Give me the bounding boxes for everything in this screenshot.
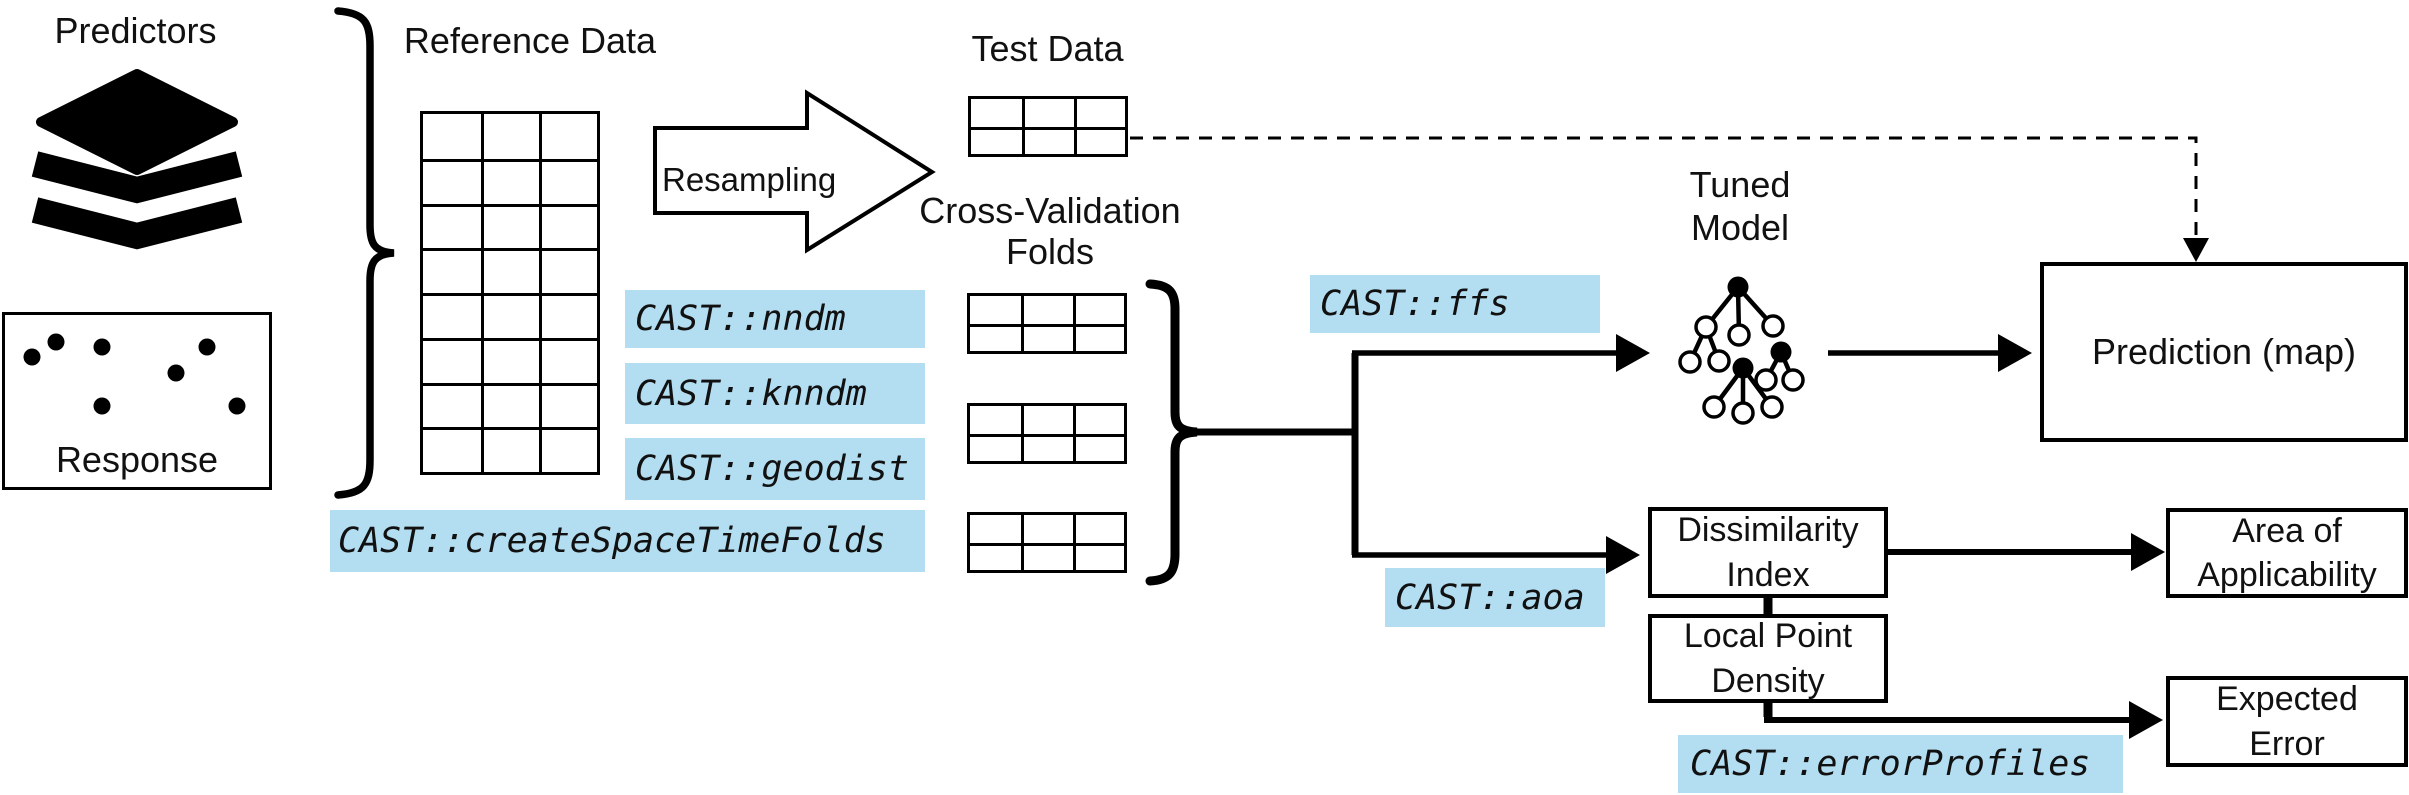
response-point	[198, 338, 216, 356]
grid-cell	[423, 293, 481, 338]
local-point-density-box: Local Point Density	[1648, 614, 1888, 703]
expected-error-box: Expected Error	[2166, 676, 2408, 767]
grid-cell	[1021, 542, 1073, 570]
dashed-arrowhead-icon	[2183, 238, 2209, 262]
grid-cell	[970, 323, 1022, 352]
grid-cell	[481, 114, 539, 159]
grid-cell	[423, 248, 481, 293]
code-label-errorprofiles: CAST::errorProfiles	[1678, 735, 2123, 793]
response-point	[167, 364, 185, 382]
grid-cell	[423, 382, 481, 428]
test-data-grid	[968, 96, 1128, 157]
code-label-createspacetimefolds: CAST::createSpaceTimeFolds	[330, 510, 925, 572]
grid-cell	[1072, 406, 1124, 434]
input-brace-icon	[334, 7, 395, 499]
grid-cell	[1072, 542, 1124, 570]
grid-cell	[1072, 296, 1124, 324]
grid-cell	[1021, 433, 1073, 461]
reference-data-grid	[420, 111, 600, 475]
grid-cell	[970, 406, 1021, 434]
grid-cell	[970, 542, 1022, 571]
grid-cell	[539, 293, 597, 338]
area-of-applicability-box: Area of Applicability	[2166, 508, 2408, 598]
grid-cell	[423, 337, 481, 383]
grid-cell	[539, 158, 597, 204]
grid-cell	[1072, 433, 1124, 461]
grid-cell	[481, 293, 539, 338]
grid-cell	[539, 337, 597, 383]
grid-cell	[539, 203, 597, 249]
grid-cell	[481, 203, 539, 249]
response-label: Response	[55, 439, 219, 480]
prediction-arrowhead-icon	[1998, 334, 2032, 372]
grid-cell	[481, 427, 539, 472]
decision-tree-icon	[1678, 276, 1805, 425]
grid-cell	[1073, 99, 1125, 127]
response-point	[93, 397, 111, 415]
cv-fold-grid-1	[967, 293, 1127, 354]
response-point	[228, 397, 246, 415]
code-label-aoa: CAST::aoa	[1385, 568, 1605, 627]
grid-cell	[970, 433, 1022, 462]
grid-cell	[1021, 323, 1073, 351]
grid-cell	[1073, 126, 1125, 154]
code-label-knndm: CAST::knndm	[625, 363, 925, 424]
grid-cell	[1022, 126, 1074, 154]
grid-cell	[1021, 296, 1072, 324]
grid-cell	[539, 248, 597, 293]
grid-cell	[1072, 515, 1124, 543]
code-label-geodist: CAST::geodist	[625, 438, 925, 500]
trunk-connector	[1197, 353, 1359, 555]
grid-cell	[1021, 515, 1072, 543]
dissimilarity-index-box: Dissimilarity Index	[1648, 507, 1888, 598]
grid-cell	[481, 337, 539, 383]
response-box: Response	[2, 312, 272, 490]
grid-cell	[423, 427, 481, 472]
grid-cell	[971, 99, 1022, 127]
layers-icon	[31, 69, 243, 250]
reference-data-label: Reference Data	[403, 20, 657, 61]
response-point	[47, 333, 65, 351]
response-point	[23, 348, 41, 366]
grid-cell	[1021, 406, 1072, 434]
grid-cell	[481, 158, 539, 204]
applicability-arrowhead-icon	[2131, 533, 2165, 571]
code-label-ffs: CAST::ffs	[1310, 275, 1600, 333]
code-label-nndm: CAST::nndm	[625, 290, 925, 348]
grid-cell	[971, 126, 1023, 155]
ffs-arrowhead-icon	[1616, 334, 1650, 372]
grid-cell	[423, 114, 481, 159]
prediction-box: Prediction (map)	[2040, 262, 2408, 442]
cv-fold-grid-3	[967, 512, 1127, 573]
grid-cell	[1072, 323, 1124, 351]
test-data-label: Test Data	[971, 28, 1124, 69]
aoa-arrowhead-icon	[1606, 536, 1640, 574]
tuned-model-label: Tuned Model	[1689, 164, 1791, 249]
response-point	[93, 338, 111, 356]
grid-cell	[481, 382, 539, 428]
grid-cell	[481, 248, 539, 293]
folds-brace-icon	[1145, 279, 1198, 586]
cv-folds-label: Cross-Validation Folds	[919, 190, 1181, 273]
grid-cell	[970, 296, 1021, 324]
grid-cell	[539, 114, 597, 159]
grid-cell	[423, 158, 481, 204]
predictors-label: Predictors	[54, 10, 217, 51]
response-points	[23, 333, 246, 415]
grid-cell	[539, 427, 597, 472]
error-arrowhead-icon	[2129, 701, 2163, 739]
grid-cell	[539, 382, 597, 428]
cv-fold-grid-2	[967, 403, 1127, 464]
resampling-label: Resampling	[662, 161, 837, 198]
grid-cell	[1022, 99, 1073, 127]
grid-cell	[970, 515, 1021, 543]
grid-cell	[423, 203, 481, 249]
